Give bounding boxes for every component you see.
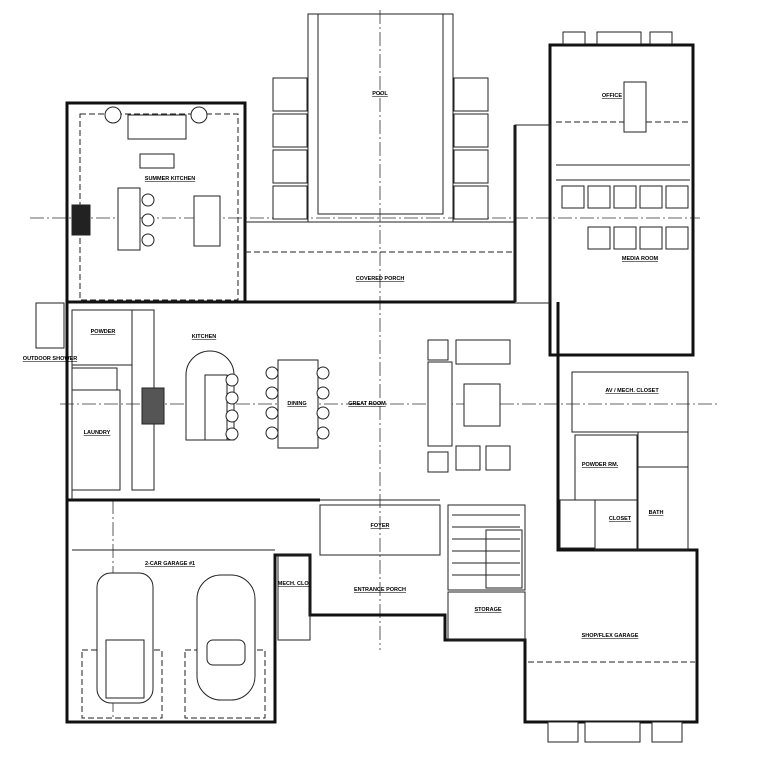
pool <box>272 13 489 223</box>
label-garage: 2-CAR GARAGE #1 <box>145 561 195 567</box>
label-closet: CLOSET <box>609 516 632 522</box>
label-storage: STORAGE <box>474 607 501 613</box>
label-entrance-porch: ENTRANCE PORCH <box>354 587 406 593</box>
truck-icon <box>96 572 154 704</box>
media-seats <box>561 185 689 250</box>
label-summer-kitchen: SUMMER KITCHEN <box>145 176 195 182</box>
office-media-wing <box>514 31 695 357</box>
label-av-closet: AV / MECH. CLOSET <box>605 388 659 394</box>
label-great-room: GREAT ROOM <box>348 401 386 407</box>
shop-garage-area <box>528 661 695 743</box>
label-laundry: LAUNDRY <box>84 430 111 436</box>
label-powder-rm: POWDER RM. <box>582 462 619 468</box>
great-room-furniture <box>427 339 511 473</box>
label-covered-porch: COVERED PORCH <box>356 276 405 282</box>
label-powder: POWDER <box>91 329 116 335</box>
pool-loungers <box>272 77 489 220</box>
label-mech-closet: MECH. CLO. <box>278 581 311 587</box>
room-labels: SUMMER KITCHEN POOL COVERED PORCH OFFICE… <box>23 91 664 639</box>
label-dining: DINING <box>287 401 306 407</box>
garage-area <box>35 302 275 719</box>
dining-table <box>225 359 330 449</box>
summer-kitchen-area <box>65 101 247 304</box>
label-kitchen: KITCHEN <box>192 334 216 340</box>
label-outdoor-shower: OUTDOOR SHOWER <box>23 356 77 362</box>
label-pool: POOL <box>372 91 388 97</box>
label-foyer: FOYER <box>371 523 390 529</box>
stairs <box>452 514 523 589</box>
label-media-room: MEDIA ROOM <box>622 256 659 262</box>
label-office: OFFICE <box>602 93 622 99</box>
main-house <box>65 302 699 724</box>
label-bath: BATH <box>649 510 664 516</box>
label-shop-garage: SHOP/FLEX GARAGE <box>582 633 639 639</box>
car-icon <box>196 574 256 701</box>
